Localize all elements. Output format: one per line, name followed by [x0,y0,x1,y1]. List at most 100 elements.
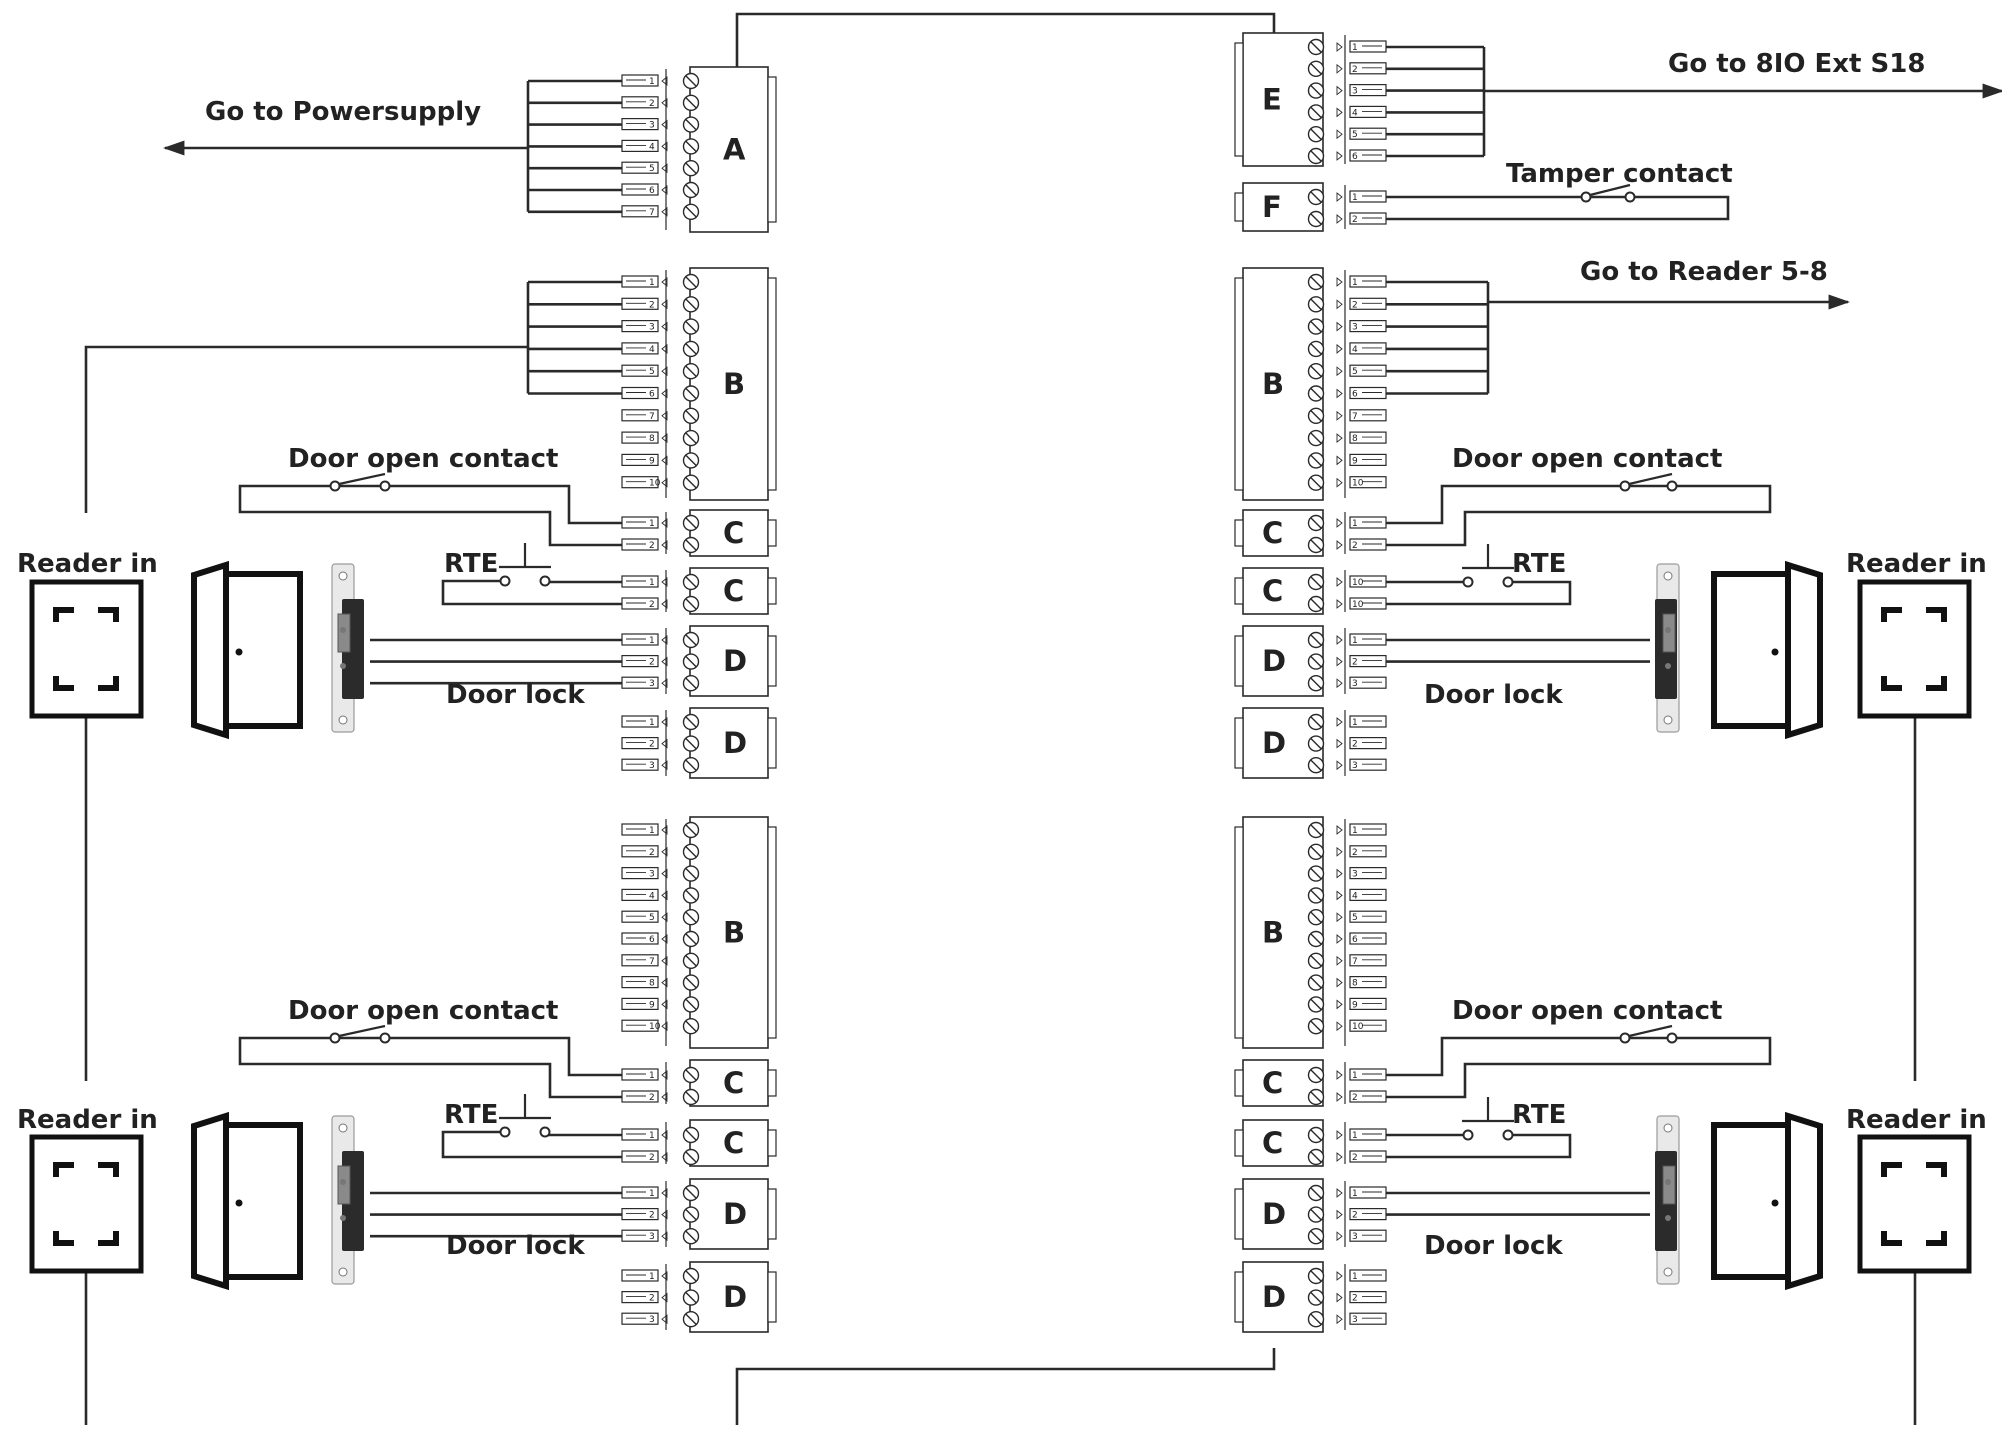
contact-node [1580,191,1592,203]
terminal-pin [1349,1290,1387,1304]
strike-screw [338,1123,348,1133]
pin-arrow-icon [1336,977,1343,988]
pin-arrow-icon [1336,1314,1343,1325]
pin-arrow-icon [661,1130,668,1140]
pin-arrow-icon [661,1188,668,1198]
switch-icon [338,1024,386,1038]
pin-number: 3 [1352,761,1358,771]
terminal-pin [1349,1269,1387,1282]
screw-slot [1310,1187,1322,1199]
screw-slot [1310,432,1322,444]
switch-icon [338,472,386,486]
pin-arrow-icon [661,1092,668,1102]
pin-arrow-icon [661,1209,668,1220]
door-icon [191,1111,303,1291]
pin-number: 4 [649,891,655,901]
pin-arrow-icon [1336,599,1343,609]
strike-latch [1662,1165,1676,1205]
door-open-contact-label: Door open contact [288,444,558,474]
screw-slot [685,298,697,310]
reader-in-label: Reader in [17,1105,158,1135]
screw-slot [1310,1069,1322,1081]
pin-arrow-icon [661,1292,668,1303]
screw-slot [1310,106,1322,118]
door-contact-wire [238,1036,622,1099]
screw-slot [685,1187,697,1199]
screw-slot [685,824,697,836]
pin-number: 1 [649,77,655,87]
terminal-pin [1349,1229,1387,1242]
contact-node [1502,576,1514,588]
pin-arrow-icon [1336,129,1343,140]
terminal-block-flange [767,1188,777,1240]
door-icon [1711,571,1788,729]
pin-arrow-icon [1336,85,1343,96]
pin-arrow-icon [661,299,668,310]
power-supply-label: Go to Powersupply [205,97,481,127]
pin-number: 5 [1352,913,1358,923]
screw-slot [685,656,697,668]
terminal-block-flange [767,635,777,687]
pin-number: 1 [649,519,655,529]
pin-number: 2 [1352,848,1358,858]
pin-arrow-icon [661,433,668,444]
card-reader-icon [53,607,119,691]
pin-number: 9 [1352,456,1358,466]
terminal-pin [1349,676,1387,689]
pin-arrow-icon [661,890,668,901]
screw-slot [1310,1313,1322,1325]
pin-number: 7 [649,208,655,218]
terminal-block-body [689,1059,769,1107]
screw-slot [685,432,697,444]
ext-module-label: Go to 8IO Ext S18 [1668,49,1925,79]
terminal-pin [621,758,659,771]
pin-number: 1 [649,718,655,728]
screw-slot [685,75,697,87]
pin-number: 2 [649,600,655,610]
block-letter: B [1262,916,1284,950]
screw-slot [1310,410,1322,422]
pin-arrow-icon [1336,518,1343,528]
pin-arrow-icon [1336,955,1343,966]
pin-arrow-icon [661,206,668,217]
screw-slot [685,1209,697,1221]
pin-number: 4 [649,142,655,152]
screw-slot [1310,977,1322,989]
screw-slot [1310,911,1322,923]
screw-slot [1310,63,1322,75]
pin-number: 2 [649,1153,655,1163]
pin-arrow-icon [661,388,668,399]
pin-number: 4 [649,345,655,355]
terminal-pin [1349,736,1387,750]
terminal-pin [1349,453,1387,466]
screw-slot [1310,298,1322,310]
strike-screw [338,1267,348,1277]
rte-wire [1386,580,1572,606]
pin-number: 1 [1352,519,1358,529]
terminal-pin [1349,997,1387,1011]
reader-in-label: Reader in [1846,549,1987,579]
door-contact-wire [238,484,622,547]
pin-arrow-icon [661,656,668,667]
screw-slot [685,1313,697,1325]
pin-number: 2 [649,1294,655,1304]
pin-number: 8 [1352,434,1358,444]
screw-slot [1310,933,1322,945]
card-reader-icon [1857,579,1972,719]
pin-arrow-icon [661,977,668,988]
pin-arrow-icon [1336,912,1343,923]
block-letter: F [1262,190,1282,224]
terminal-pin [621,997,659,1011]
pin-number: 8 [649,979,655,989]
symbols [29,183,1972,1291]
card-reader-icon [29,579,144,719]
pin-arrow-icon [1336,1209,1343,1220]
door-icon [191,1111,229,1291]
screw-slot [1310,1020,1322,1032]
pin-number: 10 [1352,479,1364,489]
